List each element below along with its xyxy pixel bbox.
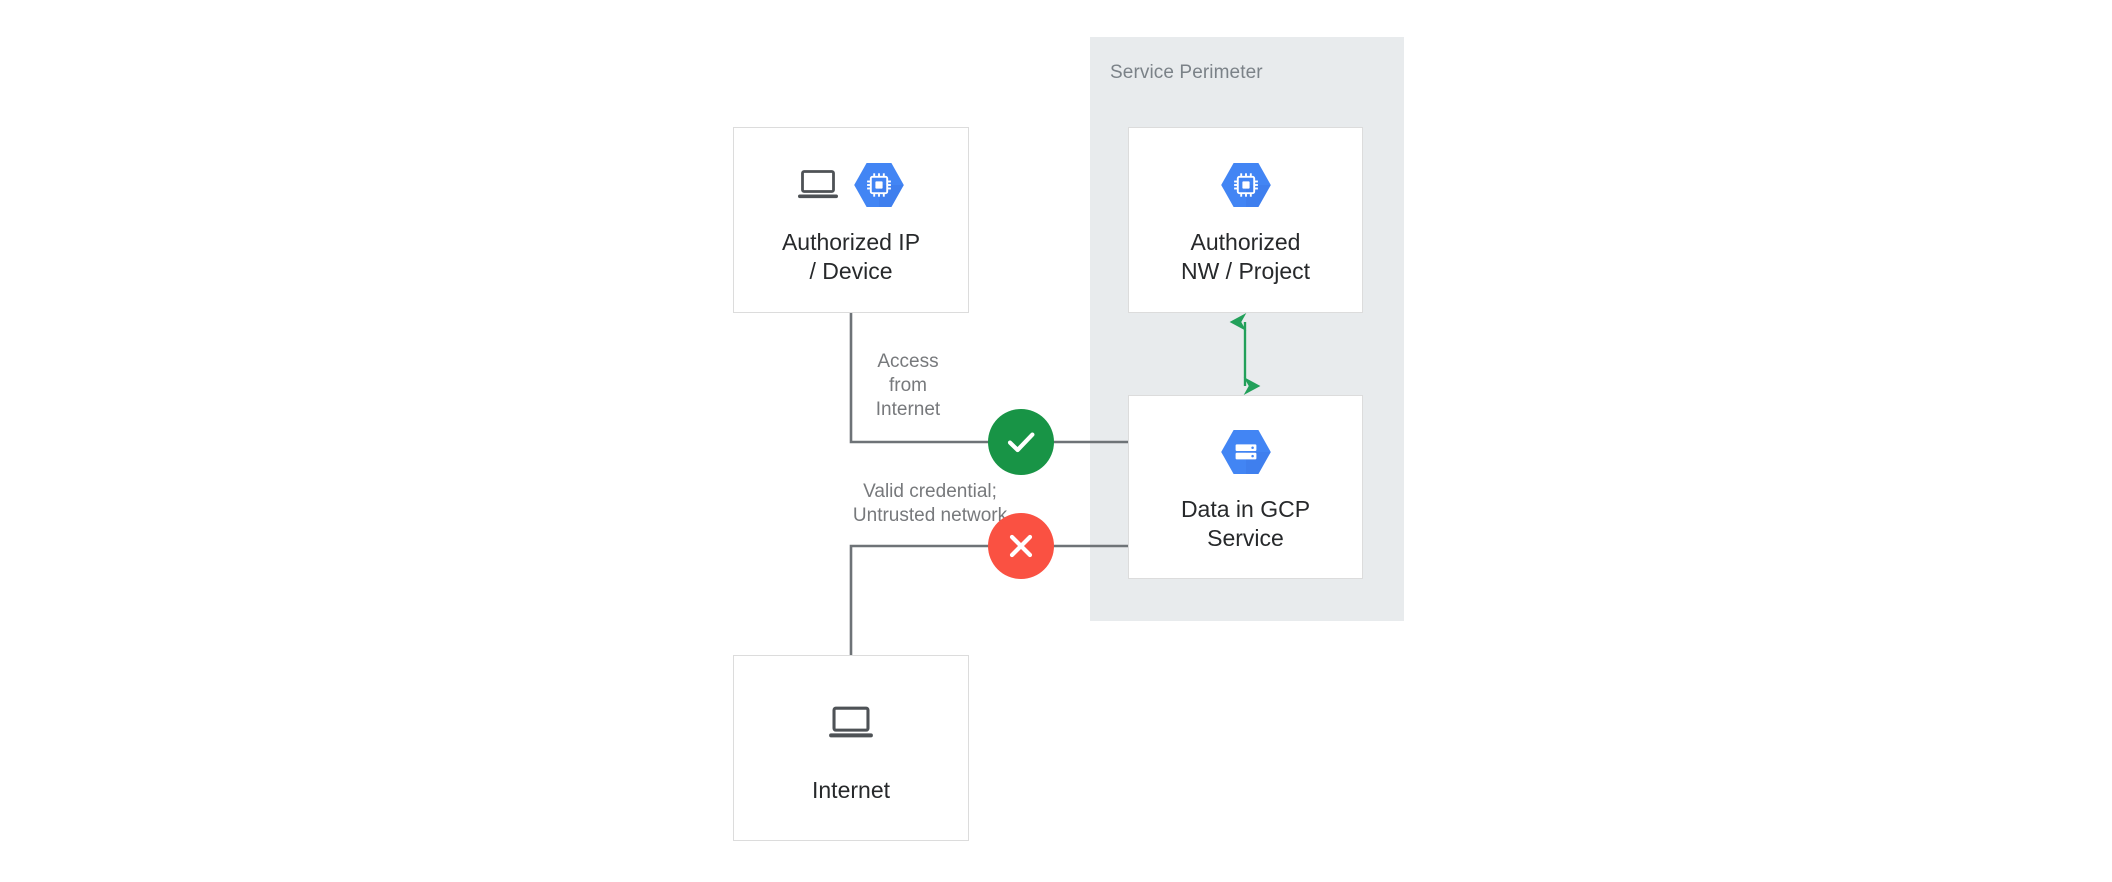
- database-hexagon-icon: [1220, 428, 1272, 476]
- wire-internet-to-deny: [849, 544, 995, 655]
- node-icon-group: [1220, 421, 1272, 483]
- node-label-internet: Internet: [812, 776, 890, 803]
- check-icon: [1002, 423, 1040, 461]
- node-internet[interactable]: Internet: [733, 655, 969, 841]
- status-badge-deny[interactable]: [988, 513, 1054, 579]
- compute-hexagon-icon: [853, 161, 905, 209]
- edge-label-access-from-internet: Access from Internet: [875, 351, 941, 420]
- node-data-in-gcp-service[interactable]: Data in GCP Service: [1128, 395, 1363, 579]
- compute-hexagon-icon: [1220, 161, 1272, 209]
- edge-label-valid-credential: Valid credential; Untrusted network: [852, 481, 1008, 526]
- node-icon-group: [1220, 154, 1272, 216]
- node-icon-group: [828, 692, 874, 754]
- node-authorized-ip-device[interactable]: Authorized IP / Device: [733, 127, 969, 313]
- laptop-icon: [797, 168, 839, 202]
- status-badge-allow[interactable]: [988, 409, 1054, 475]
- node-authorized-nw-project[interactable]: Authorized NW / Project: [1128, 127, 1363, 313]
- close-icon: [1002, 527, 1040, 565]
- laptop-icon: [828, 704, 874, 742]
- node-icon-group: [797, 154, 905, 216]
- node-label-authorized-nw-project: Authorized NW / Project: [1180, 229, 1311, 284]
- node-label-authorized-ip-device: Authorized IP / Device: [781, 229, 921, 284]
- service-perimeter-label: Service Perimeter: [1110, 62, 1263, 83]
- node-label-data-in-gcp-service: Data in GCP Service: [1180, 496, 1311, 551]
